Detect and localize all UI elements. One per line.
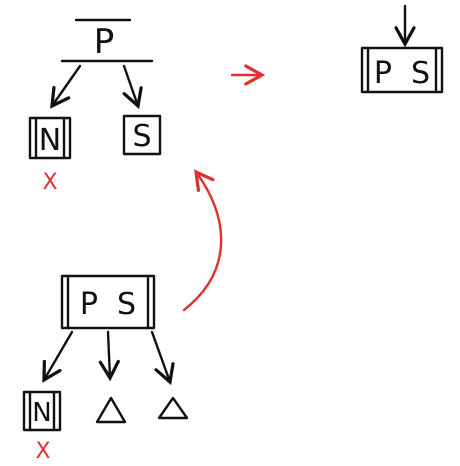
bottom-node-n-label: N [32,398,51,428]
edge-root-to-s [122,64,143,110]
bottom-node-n-box [22,390,62,432]
edge-bottom-to-right [150,330,175,386]
merged-node-box [360,46,444,94]
root-p-label: P [94,22,115,62]
merged-node-label: P S [374,56,430,91]
node-n-label: N [39,123,61,158]
top-right-result: P S [360,4,444,94]
bottom-root-label: P S [80,287,136,322]
bottom-tree: P S N X [22,274,189,464]
node-n-box [28,116,72,160]
node-n-removed-mark: X [42,170,57,195]
node-s-label: S [132,119,151,154]
transform-arrow-curve [182,169,223,312]
subtree-triangle-right [157,396,189,420]
subtree-triangle-middle [95,396,127,424]
node-s-box [122,114,162,156]
red-curved-arrow [182,169,223,312]
top-left-tree: P N X S [28,18,162,195]
bottom-node-n-removed-mark: X [35,439,50,464]
edge-bottom-to-n [42,330,74,383]
edge-bottom-to-mid [98,330,120,382]
edge-root-to-n [50,64,82,109]
bottom-root-box [60,274,156,330]
